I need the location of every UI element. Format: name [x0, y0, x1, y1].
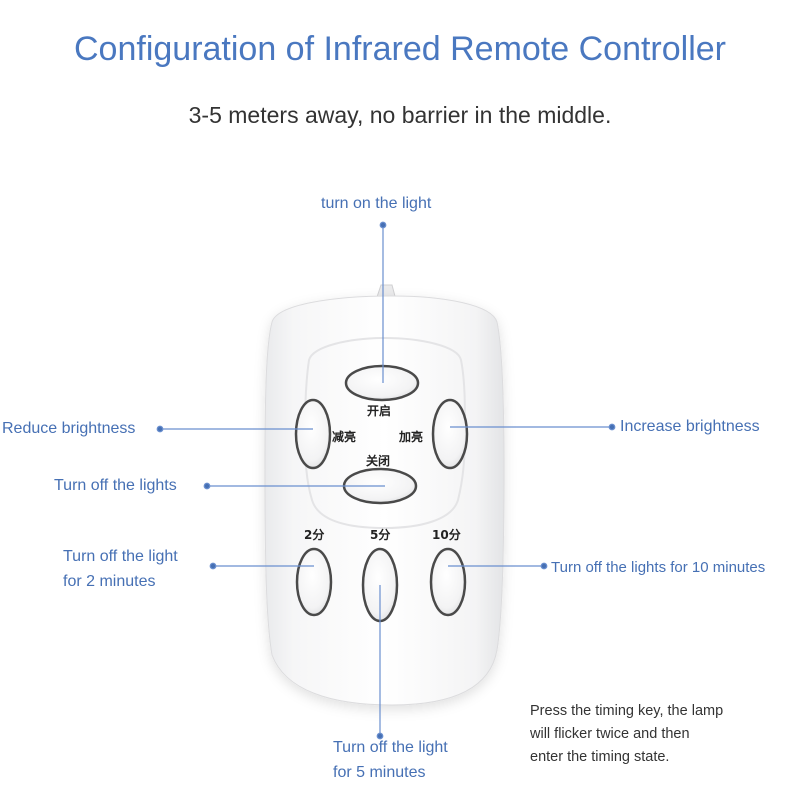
callout-off-10min: Turn off the lights for 10 minutes	[551, 559, 766, 576]
timing-note-line3: enter the timing state.	[530, 749, 670, 765]
callout-turn-off: Turn off the lights	[54, 477, 177, 494]
remote-label-on: 开启	[367, 404, 392, 418]
timer-2-button	[295, 547, 333, 617]
remote-label-10min: 10分	[432, 528, 461, 542]
callout-off-2min: Turn off the light for 2 minutes	[63, 544, 178, 594]
page-title: Configuration of Infrared Remote Control…	[74, 30, 726, 68]
callout-off-2min-line1: Turn off the light	[63, 548, 178, 565]
remote-label-off: 关闭	[366, 454, 391, 468]
remote-label-2min: 2分	[304, 528, 325, 542]
on-button	[344, 364, 420, 402]
callout-turn-on: turn on the light	[321, 195, 432, 212]
page-subtitle: 3-5 meters away, no barrier in the middl…	[188, 102, 612, 128]
callout-reduce-brightness: Reduce brightness	[2, 420, 136, 437]
timer-10-button	[429, 547, 467, 617]
callout-off-5min-line2: for 5 minutes	[333, 764, 426, 781]
remote-label-reduce: 减亮	[332, 430, 357, 444]
remote-label-5min: 5分	[370, 528, 391, 542]
remote-label-increase: 加亮	[399, 430, 424, 444]
timing-note-line1: Press the timing key, the lamp	[530, 703, 724, 719]
callout-increase-brightness: Increase brightness	[620, 418, 760, 435]
callout-off-5min: Turn off the light for 5 minutes	[333, 735, 448, 785]
reduce-button	[294, 398, 332, 470]
timing-note-line2: will flicker twice and then	[530, 726, 690, 742]
remote-face-outline	[303, 336, 467, 530]
callout-off-5min-line1: Turn off the light	[333, 739, 448, 756]
callout-off-2min-line2: for 2 minutes	[63, 573, 156, 590]
timing-note: Press the timing key, the lamp will flic…	[530, 700, 723, 769]
increase-button	[431, 398, 469, 470]
